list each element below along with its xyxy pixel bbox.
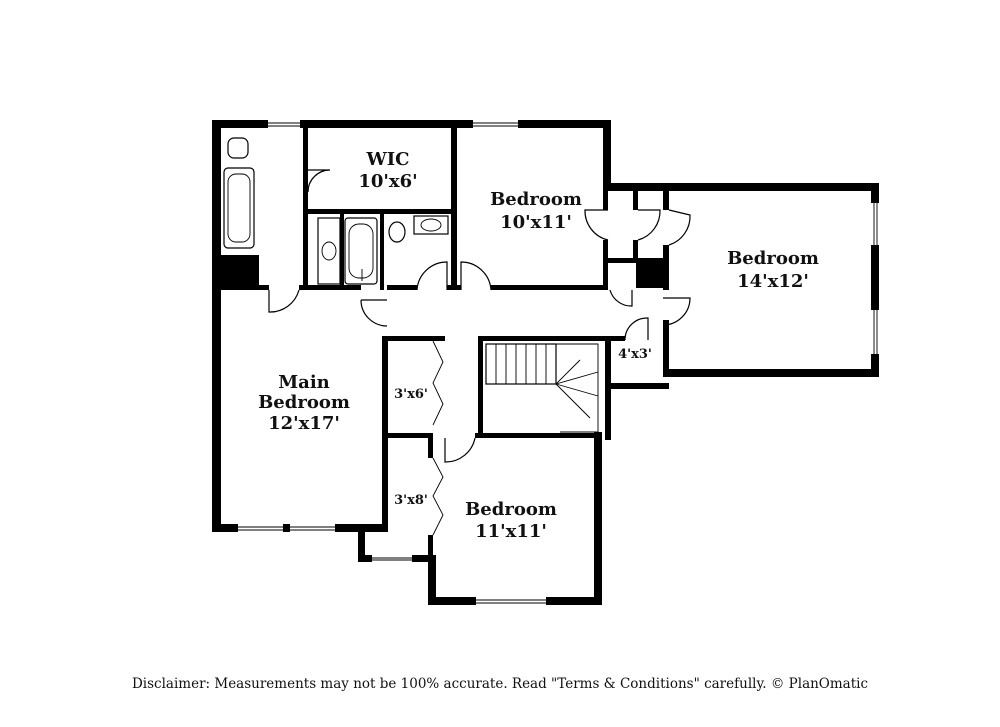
main-bedroom-size: 12'x17' bbox=[268, 413, 340, 434]
bedroom-a-name: Bedroom bbox=[490, 189, 582, 210]
main-bedroom-line1: Main bbox=[278, 372, 330, 393]
bedroom-c-size: 11'x11' bbox=[475, 521, 547, 542]
windows bbox=[238, 120, 879, 605]
room-labels: WIC 10'x6' Bedroom 10'x11' Bedroom 14'x1… bbox=[258, 149, 819, 542]
closet-b-size: 3'x8' bbox=[394, 493, 428, 508]
wic-size: 10'x6' bbox=[358, 171, 417, 192]
wic-name: WIC bbox=[366, 149, 410, 170]
interior-walls bbox=[221, 128, 669, 557]
doors bbox=[268, 169, 691, 536]
bedroom-b-size: 14'x12' bbox=[737, 271, 809, 292]
bedroom-b-name: Bedroom bbox=[727, 248, 819, 269]
closet-a-size: 3'x6' bbox=[394, 387, 428, 402]
bedroom-a-size: 10'x11' bbox=[500, 212, 572, 233]
main-bedroom-line2: Bedroom bbox=[258, 392, 350, 413]
fixtures bbox=[223, 137, 599, 433]
bedroom-c-name: Bedroom bbox=[465, 499, 557, 520]
disclaimer-text: Disclaimer: Measurements may not be 100%… bbox=[131, 676, 869, 692]
closet-c-size: 4'x3' bbox=[618, 347, 652, 362]
